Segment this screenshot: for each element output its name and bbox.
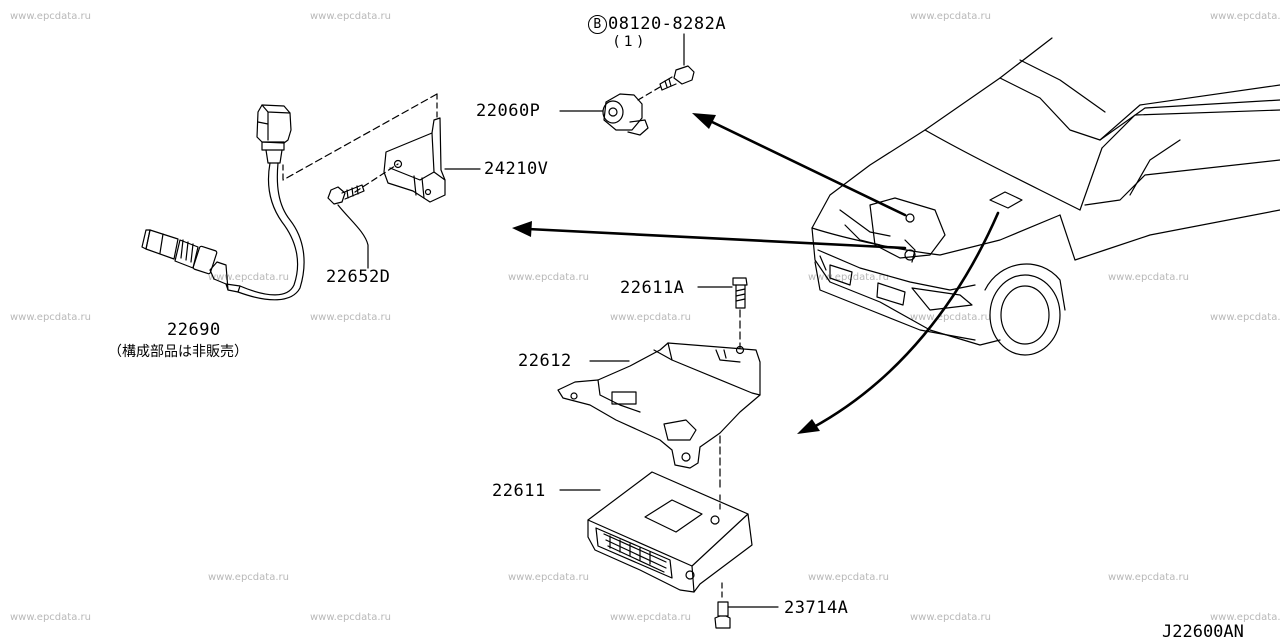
watermark: www.epcdata.ru <box>808 272 889 283</box>
callout-arrows <box>528 120 998 428</box>
watermark: www.epcdata.ru <box>1210 11 1280 22</box>
watermark: www.epcdata.ru <box>310 11 391 22</box>
watermark: www.epcdata.ru <box>10 11 91 22</box>
watermark: www.epcdata.ru <box>910 312 991 323</box>
watermark: www.epcdata.ru <box>310 312 391 323</box>
watermark: www.epcdata.ru <box>1108 572 1189 583</box>
watermark: www.epcdata.ru <box>1210 312 1280 323</box>
watermark: www.epcdata.ru <box>508 272 589 283</box>
watermark: www.epcdata.ru <box>1210 612 1280 623</box>
watermark: www.epcdata.ru <box>208 272 289 283</box>
part-number: 08120-8282A <box>608 14 727 34</box>
part-label-22060p[interactable]: 22060P <box>476 101 541 121</box>
bracket-drawing <box>283 94 480 268</box>
watermark: www.epcdata.ru <box>208 572 289 583</box>
watermark: www.epcdata.ru <box>610 312 691 323</box>
watermark: www.epcdata.ru <box>808 572 889 583</box>
part-label-22611[interactable]: 22611 <box>492 481 546 501</box>
part-label-24210v[interactable]: 24210V <box>484 159 549 179</box>
watermark: www.epcdata.ru <box>508 572 589 583</box>
b-symbol-icon: B <box>588 15 607 34</box>
ecm-bracket-drawing <box>558 278 760 490</box>
watermark: www.epcdata.ru <box>10 612 91 623</box>
watermark: www.epcdata.ru <box>910 612 991 623</box>
diagram-code: J22600AN <box>1162 622 1244 642</box>
vehicle-drawing <box>812 38 1280 355</box>
part-label-22611a[interactable]: 22611A <box>620 278 685 298</box>
part-label-22690[interactable]: 22690 <box>167 320 221 340</box>
part-label-22652d[interactable]: 22652D <box>326 267 391 287</box>
watermark: www.epcdata.ru <box>610 612 691 623</box>
arrowheads <box>512 113 820 434</box>
watermark: www.epcdata.ru <box>910 11 991 22</box>
watermark: www.epcdata.ru <box>310 612 391 623</box>
part-label-23714a[interactable]: 23714A <box>784 598 849 618</box>
part-label-22612[interactable]: 22612 <box>518 351 572 371</box>
oxygen-sensor-drawing <box>142 105 304 300</box>
quantity-label: ( 1 ) <box>614 34 643 50</box>
ecm-unit-drawing <box>560 472 778 628</box>
watermark: www.epcdata.ru <box>1108 272 1189 283</box>
not-sold-separately-note: （構成部品は非販売） <box>108 344 248 360</box>
knock-sensor-drawing <box>560 34 694 135</box>
watermark: www.epcdata.ru <box>10 312 91 323</box>
